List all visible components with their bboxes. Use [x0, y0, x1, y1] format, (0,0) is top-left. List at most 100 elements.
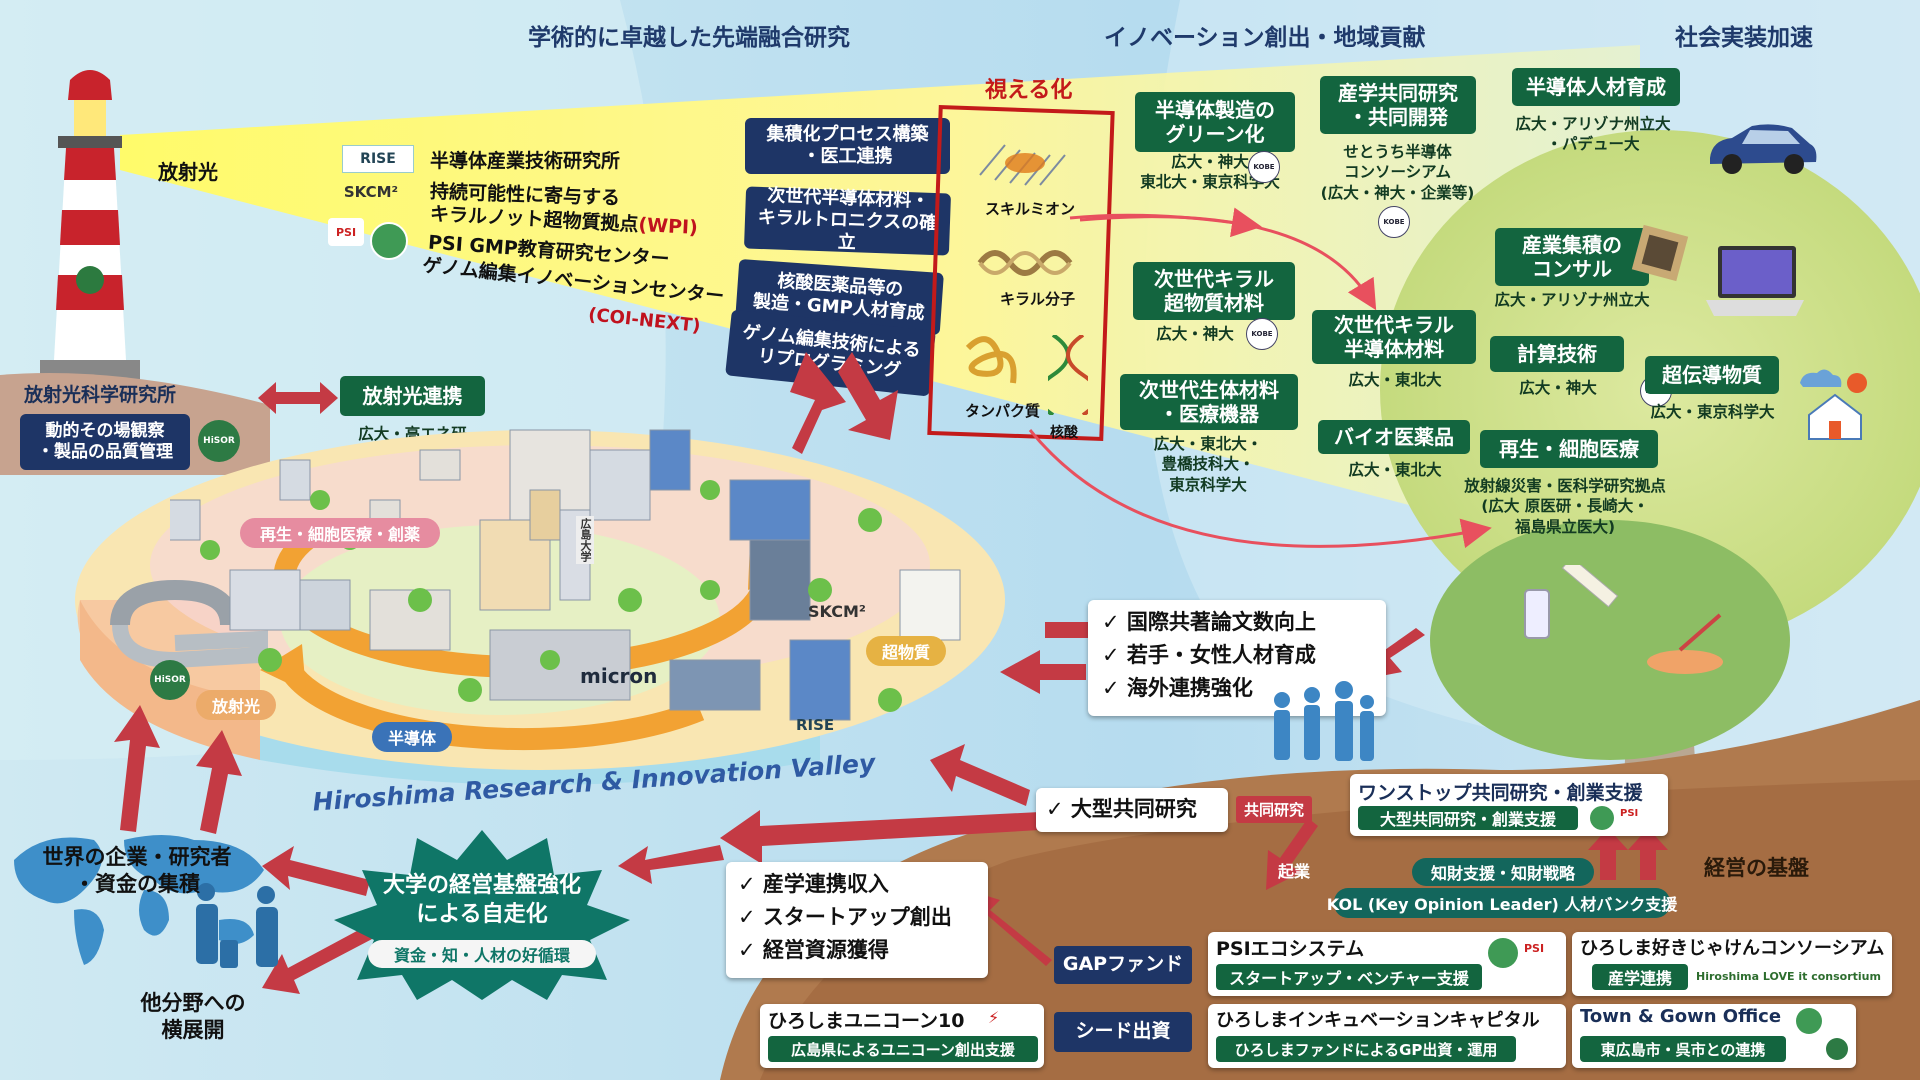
social-regen-title: 再生・細胞医療	[1480, 430, 1658, 468]
check-icon: ✓	[1102, 610, 1120, 634]
protein-icon	[965, 336, 1017, 384]
autonomy-sub: 資金・知・人材の好循環	[368, 940, 596, 968]
kobe-logo-3-text: KOBE	[1383, 218, 1405, 226]
innovation-industry-title: 産学共同研究 ・共同開発	[1320, 76, 1476, 134]
chip-icon	[1631, 224, 1689, 282]
world-label: 世界の企業・研究者 ・資金の集積	[42, 845, 232, 897]
revenue-box: ✓ 産学連携収入 ✓ スタートアップ創出 ✓ 経営資源獲得	[726, 862, 988, 978]
psi-eco-psi-icon: PSI	[1524, 942, 1544, 955]
campus-semi-tag: 半導体	[372, 722, 452, 752]
laptop-icon	[1706, 246, 1804, 316]
campus-meta-tag: 超物質	[866, 636, 946, 666]
check-icon: ✓	[738, 905, 756, 929]
rise-logo: RISE	[342, 145, 414, 173]
social-compute-members: 広大・神大	[1519, 379, 1597, 397]
social-super-title: 超伝導物質	[1645, 356, 1779, 394]
autonomy-title: 大学の経営基盤強化 による自走化	[382, 873, 581, 927]
check-icon: ✓	[738, 872, 756, 896]
joint-research-check: ✓ 大型共同研究	[1046, 793, 1218, 826]
innovation-biopharma-members: 広大・東北大	[1348, 461, 1442, 479]
nucleic-acid-icon	[1048, 335, 1088, 415]
incubation-sub: ひろしまファンドによるGP出資・運用	[1216, 1036, 1516, 1062]
startup-tag: 起業	[1278, 862, 1311, 881]
beam-label: 放射光	[158, 160, 218, 184]
hiroshima-consortium-title: ひろしま好きじゃけんコンソーシアム	[1580, 938, 1885, 959]
gap-fund: GAPファンド	[1054, 946, 1192, 984]
radiation-link-title: 放射光連携	[340, 376, 485, 416]
header-innovation: イノベーション創出・地域貢献	[1104, 25, 1426, 51]
nucleic-acid-label: 核酸	[1050, 425, 1078, 441]
psi-eco-sub: スタートアップ・ベンチャー支援	[1216, 964, 1482, 990]
skcm-logo-text: SKCM²	[343, 183, 399, 201]
hiroshima-consortium-sub: 産学連携	[1592, 964, 1688, 990]
radiation-institute-title: 放射光科学研究所	[24, 384, 177, 406]
kol-tag: KOL (Key Opinion Leader) 人材バンク支援	[1327, 888, 1677, 918]
innovation-industry-members: せとうち半導体 コンソーシアム (広大・神大・企業等)	[1320, 143, 1475, 202]
seed-investment: シード出資	[1054, 1012, 1192, 1052]
city-emblem-icon	[1826, 1038, 1848, 1060]
campus-skcm-logo: SKCM²	[808, 602, 866, 621]
revenue-industry: ✓ 産学連携収入	[738, 868, 976, 901]
kobe-logo-1: KOBE	[1248, 151, 1280, 183]
town-gown-seal-icon	[1796, 1008, 1822, 1034]
onestop-psi-icon: PSI	[1620, 808, 1656, 828]
check-icon: ✓	[1046, 797, 1064, 821]
town-gown-sub: 東広島市・呉市との連携	[1580, 1036, 1786, 1062]
joint-research-box: ✓ 大型共同研究	[1036, 788, 1228, 832]
psi-eco-psi-text: PSI	[1524, 942, 1545, 955]
onestop-sub: 大型共同研究・創業支援	[1358, 806, 1578, 830]
kobe-logo-1-text: KOBE	[1253, 163, 1275, 171]
social-consul-title: 産業集積の コンサル	[1495, 228, 1649, 286]
graduates-icon	[1274, 681, 1374, 761]
weather-icon	[1800, 369, 1867, 440]
town-gown-box: Town & Gown Office 東広島市・呉市との連携	[1572, 1004, 1856, 1068]
joint-research-tag-text: 共同研究	[1244, 801, 1305, 819]
campus-regen-tag: 再生・細胞医療・創薬	[240, 518, 440, 548]
kobe-logo-2: KOBE	[1246, 318, 1278, 350]
world-map-icon	[14, 835, 264, 965]
lighthouse-icon	[40, 70, 140, 380]
social-regen-members: 放射線災害・医科学研究拠点 (広大 原医研・長崎大・ 福島県立医大)	[1464, 477, 1666, 536]
psi-eco-box: PSIエコシステム スタートアップ・ベンチャー支援 PSI	[1208, 932, 1566, 996]
psi-eco-seal-icon	[1488, 938, 1518, 968]
onestop-box: ワンストップ共同研究・創業支援 大型共同研究・創業支援 PSI	[1350, 774, 1668, 836]
revenue-startup: ✓ スタートアップ創出	[738, 901, 976, 934]
outcome-papers: ✓ 国際共著論文数向上	[1102, 606, 1372, 639]
social-hr-title: 半導体人材育成	[1512, 68, 1680, 106]
chiral-molecule-icon	[977, 250, 1073, 276]
other-fields-label: 他分野への 横展開	[140, 991, 246, 1043]
protein-label: タンパク質	[965, 402, 1041, 420]
onestop-psi-text: PSI	[1620, 808, 1639, 819]
unicorn-box: ひろしまユニコーン10 ⚡ 広島県によるユニコーン創出支援	[760, 1004, 1044, 1068]
hisor-logo-top-text: HiSOR	[203, 436, 235, 446]
hiroshima-consortium-brand: Hiroshima LOVE it consortium	[1696, 970, 1881, 983]
innovation-green-title: 半導体製造の グリーン化	[1135, 92, 1295, 152]
revenue-startup-label: スタートアップ創出	[762, 905, 952, 929]
incubation-title: ひろしまインキュベーションキャピタル	[1216, 1010, 1540, 1031]
psi-logo-text: PSI	[335, 225, 357, 239]
outcomes-box: ✓ 国際共著論文数向上 ✓ 若手・女性人材育成 ✓ 海外連携強化	[1088, 600, 1386, 716]
skcm-logo: SKCM²	[330, 180, 412, 204]
social-compute-title: 計算技術	[1490, 336, 1624, 372]
radiation-observe-box: 動的その場観察 ・製品の品質管理	[20, 414, 190, 470]
beam-item-rise: 半導体産業技術研究所	[430, 150, 621, 172]
social-consul-members: 広大・アリゾナ州立大	[1494, 291, 1650, 309]
innovation-biomaterial-members: 広大・東北大・ 豊橋技科大・ 東京科学大	[1153, 435, 1263, 494]
joint-research-tag: 共同研究	[1236, 796, 1313, 823]
car-icon	[1710, 124, 1817, 174]
visualize-title: 視える化	[985, 78, 1073, 103]
chiral-molecule-label: キラル分子	[1000, 290, 1076, 308]
skyrmion-label: スキルミオン	[985, 200, 1076, 218]
campus-buildings	[170, 429, 961, 721]
innovation-green-members: 広大・神大 東北大・東京科学大	[1140, 153, 1280, 192]
unicorn-logo-icon: ⚡	[988, 1008, 1000, 1027]
social-super-members: 広大・東京科学大	[1650, 403, 1775, 421]
revenue-resource: ✓ 経営資源獲得	[738, 934, 976, 967]
outcome-papers-label: 国際共著論文数向上	[1126, 610, 1316, 634]
travelers-icon	[196, 883, 278, 968]
radiation-link-arrow	[258, 382, 338, 414]
header-academic: 学術的に卓越した先端融合研究	[528, 25, 850, 51]
hisor-logo-top: HiSOR	[198, 420, 240, 462]
innovation-chiral-semi-title: 次世代キラル 半導体材料	[1312, 310, 1476, 364]
